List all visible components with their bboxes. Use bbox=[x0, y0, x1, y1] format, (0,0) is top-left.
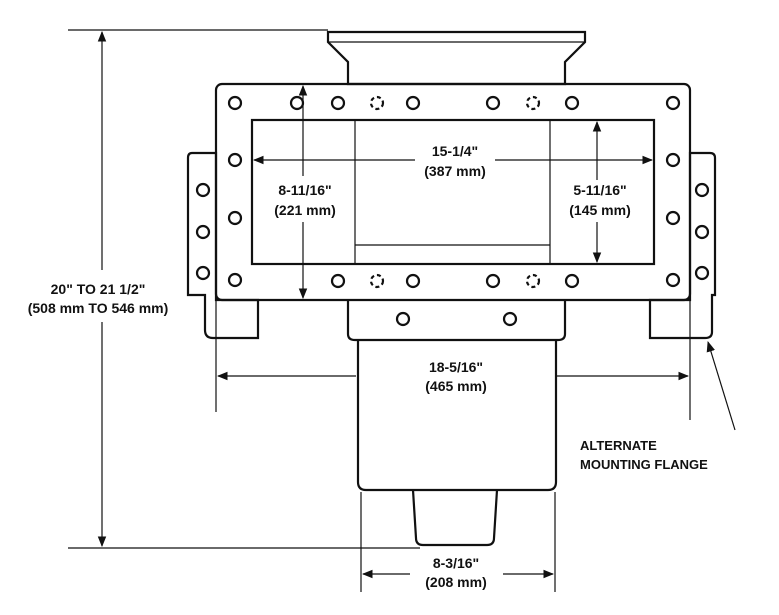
mounting-hole bbox=[665, 152, 681, 168]
left-mounting-flange bbox=[186, 151, 260, 340]
mounting-hole bbox=[564, 273, 580, 289]
inner-height-right-label-line1: 5-11/16" bbox=[573, 182, 626, 198]
callout-label-line2: MOUNTING FLANGE bbox=[580, 457, 708, 472]
inner-width-label-line1: 15-1/4" bbox=[432, 143, 478, 159]
collar-hole bbox=[502, 311, 518, 327]
flange-hole bbox=[195, 224, 211, 240]
flange-hole bbox=[195, 182, 211, 198]
mounting-hole bbox=[564, 95, 580, 111]
faceplate bbox=[214, 82, 692, 302]
flange-hole bbox=[694, 265, 710, 281]
collar-hole bbox=[395, 311, 411, 327]
skimmer-body bbox=[356, 340, 558, 492]
inner-height-left-label-line2: (221 mm) bbox=[274, 202, 335, 218]
overall-height-label-line1: 20" TO 21 1/2" bbox=[51, 281, 146, 297]
throat-width-dimension bbox=[360, 492, 556, 592]
top-funnel bbox=[326, 30, 587, 86]
mounting-hole-optional bbox=[525, 273, 541, 289]
mounting-hole bbox=[665, 95, 681, 111]
mounting-hole bbox=[330, 95, 346, 111]
flange-hole bbox=[694, 224, 710, 240]
mounting-hole bbox=[227, 272, 243, 288]
throat-width-label-line1: 8-3/16" bbox=[433, 555, 479, 571]
mounting-hole bbox=[227, 210, 243, 226]
mounting-hole bbox=[485, 273, 501, 289]
throat-width-label-line2: (208 mm) bbox=[425, 574, 486, 590]
mounting-hole bbox=[227, 95, 243, 111]
overall-height-label-line2: (508 mm TO 546 mm) bbox=[28, 300, 169, 316]
mounting-holes bbox=[195, 95, 710, 289]
flange-width-dimension bbox=[215, 300, 691, 420]
right-mounting-flange bbox=[648, 151, 717, 340]
flange-width-label-line2: (465 mm) bbox=[425, 378, 486, 394]
mounting-hole-optional bbox=[369, 95, 385, 111]
bottom-outlet bbox=[411, 489, 499, 547]
flange-hole bbox=[694, 182, 710, 198]
mounting-hole bbox=[665, 272, 681, 288]
callout-label-line1: ALTERNATE bbox=[580, 438, 657, 453]
flange-hole bbox=[195, 265, 211, 281]
alternate-flange-leader bbox=[706, 340, 736, 431]
mounting-hole bbox=[330, 273, 346, 289]
inner-width-label-line2: (387 mm) bbox=[424, 163, 485, 179]
mounting-hole bbox=[485, 95, 501, 111]
flange-width-label-line1: 18-5/16" bbox=[429, 359, 483, 375]
mounting-hole bbox=[405, 273, 421, 289]
mounting-hole bbox=[289, 95, 305, 111]
inner-height-left-label-line1: 8-11/16" bbox=[278, 182, 331, 198]
mounting-hole bbox=[227, 152, 243, 168]
mounting-hole bbox=[665, 210, 681, 226]
mounting-hole-optional bbox=[369, 273, 385, 289]
inner-height-right-label-line2: (145 mm) bbox=[569, 202, 630, 218]
mounting-hole-optional bbox=[525, 95, 541, 111]
lower-collar bbox=[346, 300, 567, 342]
mounting-hole bbox=[405, 95, 421, 111]
